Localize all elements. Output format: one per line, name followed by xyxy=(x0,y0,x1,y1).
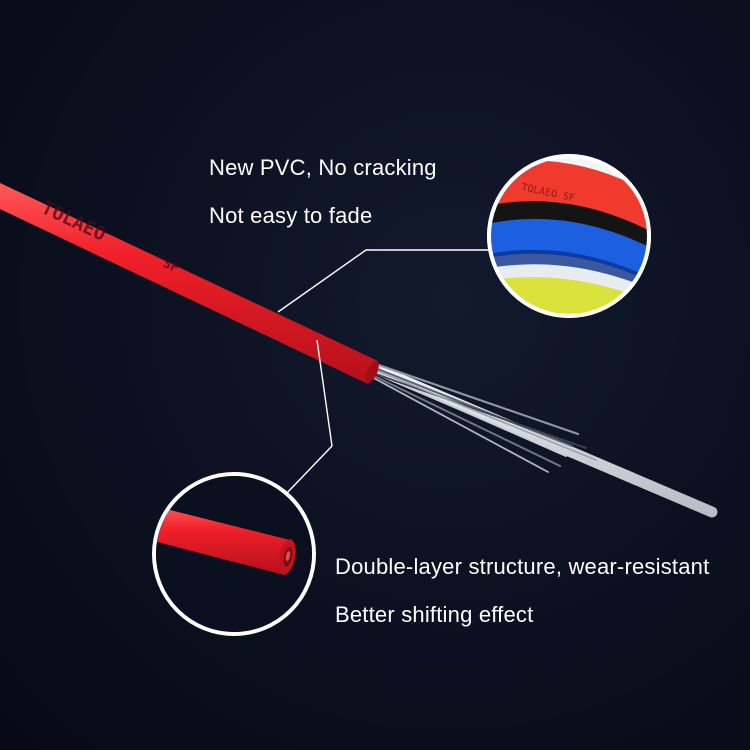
feature-caption-shifting: Better shifting effect xyxy=(335,602,534,627)
color-options-callout: TOLAEO SF xyxy=(487,154,651,318)
callout-lines xyxy=(277,249,490,495)
inner-liner xyxy=(354,356,718,518)
cable-end-callout xyxy=(152,472,316,636)
feature-caption-structure: Double-layer structure, wear-resistant xyxy=(335,554,710,579)
steel-strands xyxy=(368,360,597,473)
feature-caption-pvc: New PVC, No cracking xyxy=(209,155,437,180)
cable-suffix-print: SF xyxy=(160,256,181,276)
feature-caption-fade: Not easy to fade xyxy=(209,203,373,228)
